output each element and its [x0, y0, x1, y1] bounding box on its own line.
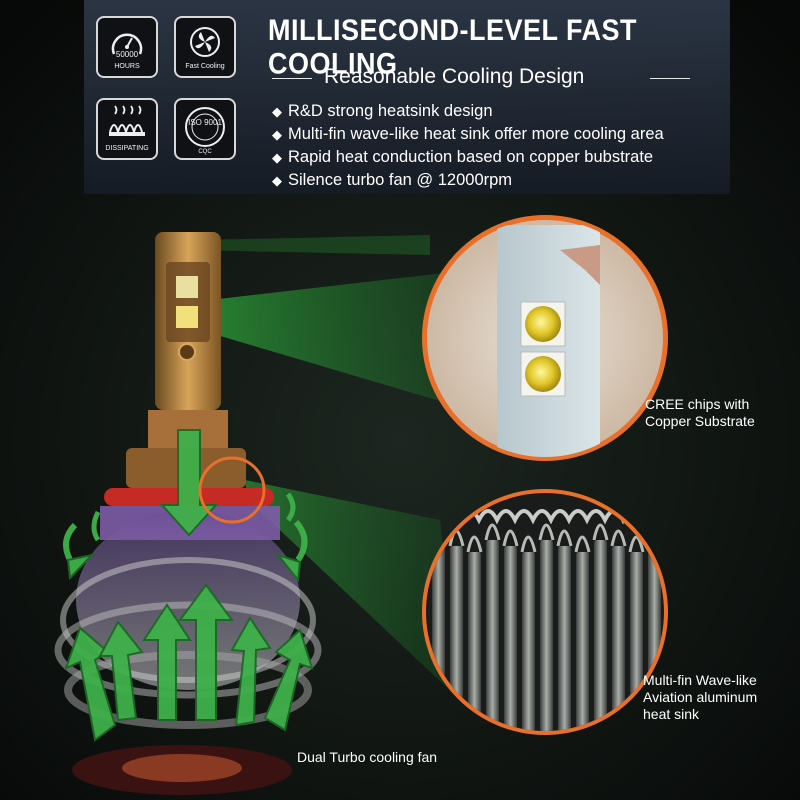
- heatsink-fin: [594, 540, 607, 731]
- heat-dissipating-icon: DISSIPATING: [96, 98, 158, 160]
- heatsink-fin-crest: [538, 523, 555, 541]
- heatsink-fin-crest: [592, 523, 609, 541]
- hours-number: 50000: [115, 50, 139, 59]
- iso-certification-icon: ISO 9001 CQC: [174, 98, 236, 160]
- diamond-bullet-icon: ◆: [272, 150, 282, 165]
- heatsink-fin: [504, 546, 517, 731]
- heatsink-fin: [558, 546, 571, 731]
- heatsink-fin-crest: [466, 535, 483, 553]
- dial-icon: 50000 HOURS: [96, 16, 158, 78]
- subheadline-text: Reasonable Cooling Design: [324, 65, 585, 88]
- heatsink-fin-crest: [574, 535, 591, 553]
- divider: [272, 78, 312, 79]
- iso-seal-text: ISO 9001: [188, 118, 222, 127]
- heatsink-fin-crest: [628, 535, 645, 553]
- diamond-bullet-icon: ◆: [272, 127, 282, 142]
- heatsink-fin-crest: [556, 529, 573, 547]
- heatsink-fin: [486, 540, 499, 731]
- page-title: MILLISECOND-LEVEL FAST COOLING: [268, 14, 638, 80]
- heatsink-fin-crest: [484, 523, 501, 541]
- subheadline: Reasonable Cooling Design: [272, 62, 692, 92]
- fan-callout: Dual Turbo cooling fan: [297, 749, 438, 765]
- heatsink-callout: Multi-fin Wave-like Aviation aluminum he…: [643, 672, 758, 722]
- heatsink-fin: [540, 540, 553, 731]
- svg-text:CQC: CQC: [198, 149, 212, 155]
- heatsink-fin-crest: [520, 535, 537, 553]
- chips-callout: CREE chips with Copper Substrate: [645, 396, 755, 429]
- diamond-bullet-icon: ◆: [272, 173, 282, 188]
- badge-label: HOURS: [114, 63, 140, 70]
- heatsink-fin-crest: [502, 529, 519, 547]
- heatsink-fin: [576, 552, 589, 731]
- diamond-bullet-icon: ◆: [272, 104, 282, 119]
- heatsink-fin-crest: [610, 529, 627, 547]
- list-item: ◆R&D strong heatsink design: [272, 100, 664, 123]
- list-item: ◆Silence turbo fan @ 12000rpm: [272, 169, 664, 192]
- list-item: ◆Multi-fin wave-like heat sink offer mor…: [272, 123, 664, 146]
- fan-icon: Fast Cooling: [174, 16, 236, 78]
- badge-label: Fast Cooling: [185, 63, 225, 70]
- badge-label: DISSIPATING: [105, 145, 149, 152]
- list-item: ◆Rapid heat conduction based on copper b…: [272, 146, 664, 169]
- feature-list: ◆R&D strong heatsink design ◆Multi-fin w…: [272, 100, 664, 192]
- heatsink-fin: [522, 552, 535, 731]
- divider: [650, 78, 690, 79]
